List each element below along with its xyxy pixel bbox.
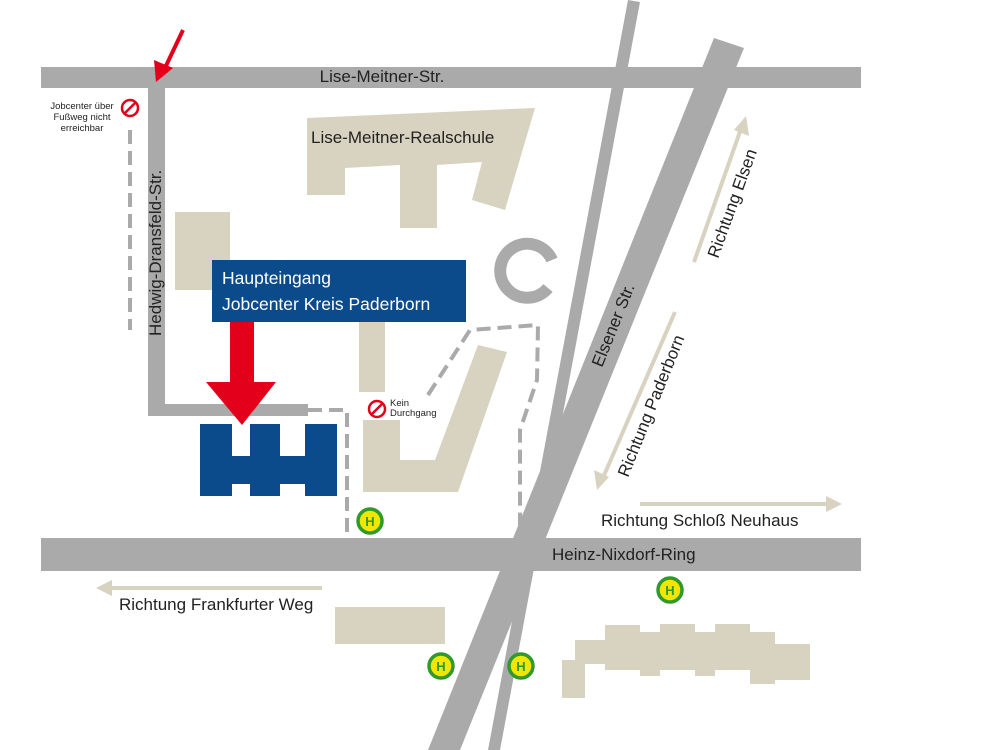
street-label-hedwig-dransfeld: Hedwig-Dransfeld-Str. <box>146 170 165 336</box>
direction-label-frankfurter-weg: Richtung Frankfurter Weg <box>119 595 313 614</box>
building-southeast-complex <box>562 624 810 698</box>
direction-arrow-elsen-head <box>734 116 749 136</box>
direction-label-elsen: Richtung Elsen <box>704 146 761 260</box>
svg-text:H: H <box>436 659 445 674</box>
access-arrow-head <box>154 60 173 82</box>
street-label-lise-meitner: Lise-Meitner-Str. <box>320 67 445 86</box>
building-l-shaped <box>363 345 507 492</box>
bus-stop-icon: H <box>427 652 455 680</box>
building-label-realschule: Lise-Meitner-Realschule <box>311 128 494 147</box>
direction-label-schloss-neuhaus: Richtung Schloß Neuhaus <box>601 511 799 530</box>
direction-arrow-frankfurter-head <box>96 580 112 596</box>
no-entry-icon-footpath <box>120 98 140 118</box>
street-label-heinz-nixdorf: Heinz-Nixdorf-Ring <box>552 545 696 564</box>
road-turning-loop <box>494 237 558 304</box>
road-lise-meitner <box>41 67 861 88</box>
bus-stop-icon: H <box>356 507 384 535</box>
direction-label-paderborn: Richtung Paderborn <box>614 332 688 479</box>
direction-arrow-paderborn-line <box>600 311 677 481</box>
no-entry-icon-passage <box>367 399 387 419</box>
footpath-note-line3: erreichbar <box>61 123 104 134</box>
road-hedwig-dransfeld <box>148 78 165 415</box>
realschule-building <box>307 108 535 228</box>
no-passage-note-line1: Kein <box>390 398 409 409</box>
footpath-note-line2: Fußweg nicht <box>53 112 110 123</box>
direction-arrow-elsen-line <box>692 125 744 263</box>
no-passage-note-line2: Durchgang <box>390 408 436 419</box>
bus-stop-icon: H <box>656 576 684 604</box>
entrance-label-box: Haupteingang Jobcenter Kreis Paderborn <box>212 260 466 322</box>
building-center <box>359 322 385 392</box>
direction-arrow-paderborn-head <box>594 470 609 490</box>
jobcenter-building <box>200 424 337 496</box>
footpath-note-line1: Jobcenter über <box>50 101 113 112</box>
svg-text:H: H <box>365 514 374 529</box>
footpath-east-loop <box>426 322 541 538</box>
bus-stop-icon: H <box>507 652 535 680</box>
road-elsener <box>428 38 744 750</box>
access-arrow-shaft <box>162 29 185 71</box>
entrance-label-line2: Jobcenter Kreis Paderborn <box>222 294 431 314</box>
building-southwest <box>335 607 445 644</box>
road-side <box>488 0 640 750</box>
direction-arrow-neuhaus-head <box>826 496 842 512</box>
road-hedwig-dransfeld-branch <box>148 404 308 416</box>
entrance-label-line1: Haupteingang <box>222 268 331 288</box>
svg-text:H: H <box>516 659 525 674</box>
footpath-jobcenter <box>308 408 349 538</box>
svg-text:H: H <box>665 583 674 598</box>
road-heinz-nixdorf <box>41 538 861 571</box>
entrance-arrow <box>206 322 276 425</box>
